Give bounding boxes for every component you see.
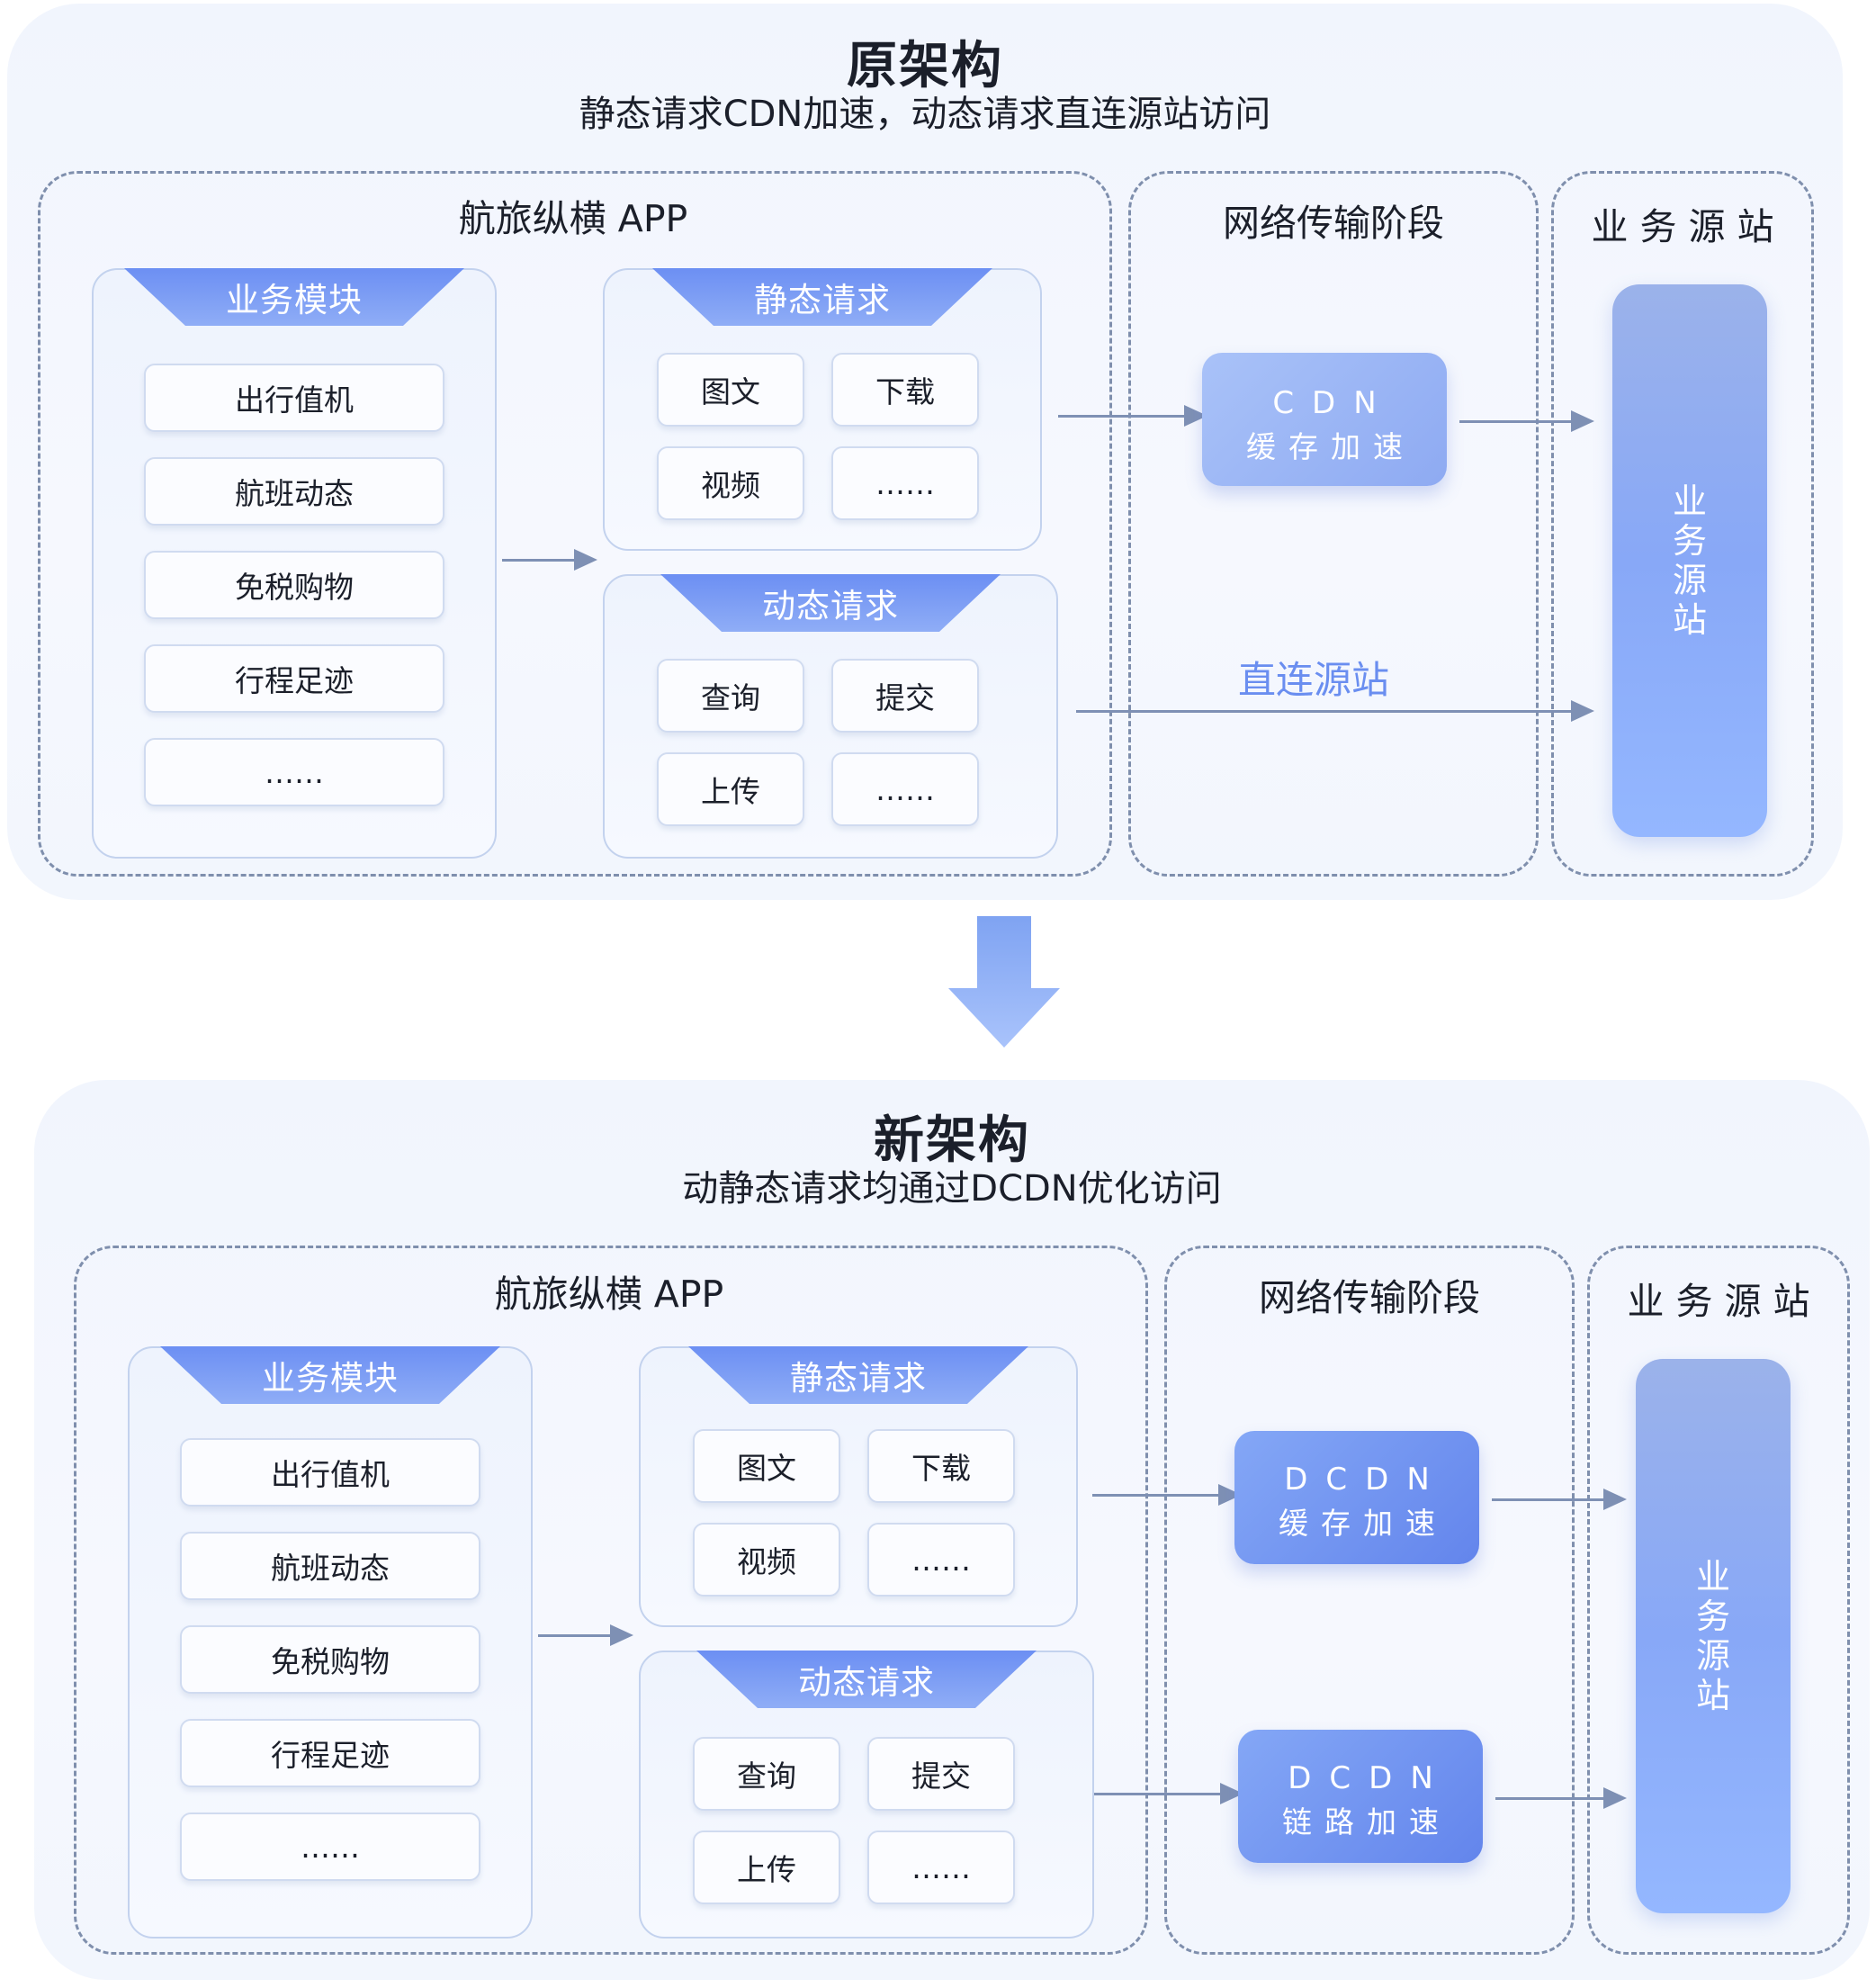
static-item[interactable]: 下载 bbox=[831, 353, 979, 427]
origin-server-label: 业 务 源 站 bbox=[1695, 1557, 1730, 1715]
dynamic-item[interactable]: 上传 bbox=[693, 1831, 840, 1904]
module-to-requests-arrow bbox=[538, 1624, 633, 1646]
dynamic-item[interactable]: …… bbox=[867, 1831, 1015, 1904]
origin-title: 业 务 源 站 bbox=[1591, 205, 1774, 248]
business-item[interactable]: 免税购物 bbox=[180, 1625, 480, 1694]
dcdn-cache-to-origin-arrow bbox=[1492, 1489, 1627, 1510]
network-region bbox=[1164, 1246, 1575, 1955]
origin-server-pillar: 业 务 源 站 bbox=[1636, 1359, 1791, 1913]
network-title: 网络传输阶段 bbox=[1259, 1276, 1480, 1319]
network-region bbox=[1128, 171, 1539, 877]
dcdn-cache-sublabel: 缓存加速 bbox=[1279, 1506, 1448, 1541]
new-architecture-panel: 新架构 动静态请求均通过DCDN优化访问 航旅纵横 APP 网络传输阶段 业 务… bbox=[34, 1080, 1870, 1980]
static-item[interactable]: …… bbox=[867, 1523, 1015, 1597]
dynamic-request-tab: 动态请求 bbox=[696, 1651, 1037, 1708]
app-title: 航旅纵横 APP bbox=[458, 197, 688, 240]
business-item[interactable]: 航班动态 bbox=[144, 457, 444, 526]
business-item[interactable]: 行程足迹 bbox=[144, 644, 444, 713]
static-item[interactable]: 视频 bbox=[693, 1523, 840, 1597]
dynamic-to-origin-arrow bbox=[1076, 700, 1594, 722]
transition-down-arrow-icon bbox=[948, 916, 1060, 1048]
static-request-tab: 静态请求 bbox=[688, 1346, 1028, 1404]
dynamic-request-card: 动态请求 查询 提交 上传 …… bbox=[639, 1651, 1094, 1939]
dcdn-link-to-origin-arrow bbox=[1495, 1787, 1627, 1809]
module-to-requests-arrow bbox=[502, 549, 597, 571]
dynamic-request-card: 动态请求 查询 提交 上传 …… bbox=[603, 574, 1058, 859]
static-request-tab: 静态请求 bbox=[652, 268, 992, 326]
dynamic-item[interactable]: 上传 bbox=[657, 752, 804, 826]
dynamic-item[interactable]: …… bbox=[831, 752, 979, 826]
cdn-label: CDN bbox=[1272, 385, 1395, 421]
business-item[interactable]: …… bbox=[144, 738, 444, 806]
network-title: 网络传输阶段 bbox=[1223, 202, 1444, 245]
business-module-tab: 业务模块 bbox=[160, 1346, 500, 1404]
business-item[interactable]: 出行值机 bbox=[144, 364, 444, 432]
dcdn-link-sublabel: 链路加速 bbox=[1282, 1804, 1451, 1840]
cdn-sublabel: 缓存加速 bbox=[1246, 429, 1415, 464]
static-item[interactable]: …… bbox=[831, 446, 979, 520]
dynamic-to-dcdn-arrow bbox=[1094, 1783, 1243, 1804]
business-item[interactable]: 免税购物 bbox=[144, 551, 444, 619]
dcdn-link-box[interactable]: DCDN 链路加速 bbox=[1238, 1730, 1483, 1863]
app-region bbox=[38, 171, 1112, 877]
origin-region bbox=[1551, 171, 1814, 877]
business-item[interactable]: 行程足迹 bbox=[180, 1719, 480, 1787]
static-item[interactable]: 视频 bbox=[657, 446, 804, 520]
old-architecture-panel: 原架构 静态请求CDN加速，动态请求直连源站访问 航旅纵横 APP 网络传输阶段… bbox=[7, 4, 1843, 900]
old-architecture-subtitle: 静态请求CDN加速，动态请求直连源站访问 bbox=[579, 94, 1271, 135]
origin-title: 业 务 源 站 bbox=[1627, 1280, 1810, 1323]
cdn-cache-box[interactable]: CDN 缓存加速 bbox=[1202, 353, 1447, 486]
static-item[interactable]: 下载 bbox=[867, 1429, 1015, 1503]
static-to-dcdn-arrow bbox=[1092, 1484, 1242, 1506]
business-module-card: 业务模块 出行值机 航班动态 免税购物 行程足迹 …… bbox=[128, 1346, 533, 1939]
old-architecture-title: 原架构 bbox=[847, 37, 1003, 95]
dynamic-item[interactable]: 提交 bbox=[831, 659, 979, 733]
dcdn-cache-label: DCDN bbox=[1284, 1462, 1448, 1498]
static-to-cdn-arrow bbox=[1058, 405, 1207, 427]
dcdn-cache-box[interactable]: DCDN 缓存加速 bbox=[1234, 1431, 1479, 1564]
business-item[interactable]: 航班动态 bbox=[180, 1532, 480, 1600]
static-item[interactable]: 图文 bbox=[693, 1429, 840, 1503]
static-item[interactable]: 图文 bbox=[657, 353, 804, 427]
business-item[interactable]: 出行值机 bbox=[180, 1438, 480, 1507]
direct-origin-label: 直连源站 bbox=[1238, 658, 1390, 702]
business-module-card: 业务模块 出行值机 航班动态 免税购物 行程足迹 …… bbox=[92, 268, 497, 859]
dynamic-item[interactable]: 提交 bbox=[867, 1737, 1015, 1811]
new-architecture-subtitle: 动静态请求均通过DCDN优化访问 bbox=[682, 1168, 1222, 1210]
business-module-tab: 业务模块 bbox=[124, 268, 464, 326]
dynamic-item[interactable]: 查询 bbox=[657, 659, 804, 733]
origin-server-label: 业 务 源 站 bbox=[1672, 481, 1707, 640]
static-request-card: 静态请求 图文 下载 视频 …… bbox=[639, 1346, 1078, 1627]
dynamic-item[interactable]: 查询 bbox=[693, 1737, 840, 1811]
origin-server-pillar: 业 务 源 站 bbox=[1612, 284, 1767, 837]
static-request-card: 静态请求 图文 下载 视频 …… bbox=[603, 268, 1042, 551]
app-region bbox=[74, 1246, 1148, 1955]
dcdn-link-label: DCDN bbox=[1288, 1760, 1451, 1796]
origin-region bbox=[1587, 1246, 1850, 1955]
app-title: 航旅纵横 APP bbox=[494, 1273, 724, 1316]
business-item[interactable]: …… bbox=[180, 1813, 480, 1881]
dynamic-request-tab: 动态请求 bbox=[660, 574, 1001, 632]
new-architecture-title: 新架构 bbox=[874, 1111, 1030, 1170]
cdn-to-origin-arrow bbox=[1459, 410, 1594, 432]
